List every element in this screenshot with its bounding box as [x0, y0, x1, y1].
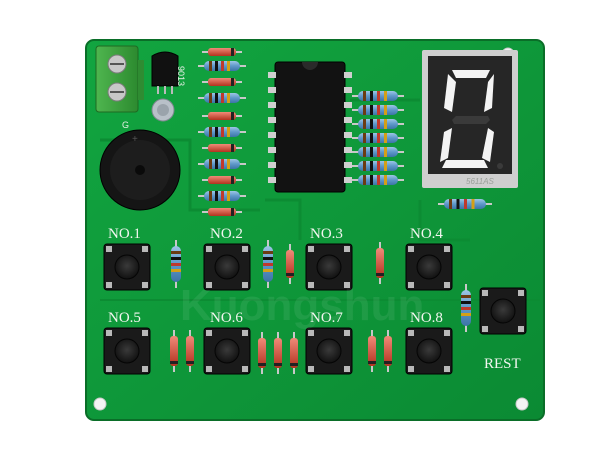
button-no-4[interactable]	[405, 243, 453, 291]
transistor: 9013	[151, 51, 186, 94]
diode	[384, 330, 392, 372]
diode	[274, 332, 282, 374]
svg-text:+: +	[132, 134, 138, 145]
diode	[286, 244, 294, 284]
button-no-7[interactable]	[305, 327, 353, 375]
diode	[186, 330, 194, 372]
label-no-1: NO.1	[108, 226, 141, 242]
button-label-group: NO.1 NO.2 NO.3 NO.4 NO.5 NO.6 NO.7 NO.8 …	[108, 226, 521, 372]
button-no-3[interactable]	[305, 243, 353, 291]
resistor	[352, 161, 404, 171]
ic-chip	[268, 61, 352, 193]
diode	[202, 144, 242, 152]
label-no-7: NO.7	[310, 310, 343, 326]
diode	[202, 112, 242, 120]
resistor	[352, 175, 404, 185]
resistor	[171, 240, 181, 288]
diode	[258, 332, 266, 374]
button-no-5[interactable]	[103, 327, 151, 375]
label-no-8: NO.8	[410, 310, 443, 326]
ground-label: G	[122, 120, 129, 130]
resistor	[438, 199, 492, 209]
resistor	[352, 91, 404, 101]
display-digit	[440, 70, 503, 169]
label-no-5: NO.5	[108, 310, 141, 326]
mount-hole-bl	[93, 397, 107, 411]
diode	[170, 330, 178, 372]
resistor	[461, 284, 471, 332]
diode	[202, 176, 242, 184]
diode	[290, 332, 298, 374]
resistor	[198, 127, 246, 137]
label-no-3: NO.3	[310, 226, 343, 242]
button-no-8[interactable]	[405, 327, 453, 375]
mount-hole-br	[515, 397, 529, 411]
diode	[202, 78, 242, 86]
resistor	[198, 159, 246, 169]
button-no-1[interactable]	[103, 243, 151, 291]
diode	[202, 208, 242, 216]
display-part-label: 5611AS	[466, 177, 495, 186]
resistor	[352, 133, 404, 143]
resistor	[263, 240, 273, 288]
resistor	[198, 191, 246, 201]
button-no-2[interactable]	[203, 243, 251, 291]
resistor	[352, 147, 404, 157]
label-reset: REST	[484, 356, 521, 372]
label-no-4: NO.4	[410, 226, 443, 242]
transistor-label: 9013	[176, 66, 186, 86]
component-column-left	[198, 48, 246, 216]
capacitor	[151, 98, 175, 122]
diode	[368, 330, 376, 372]
resistor	[198, 93, 246, 103]
buzzer: +	[99, 129, 181, 211]
button-row-components	[170, 240, 471, 374]
diode	[376, 242, 384, 284]
resistor	[352, 119, 404, 129]
resistor-under-display	[438, 199, 492, 209]
watermark: Kuongshun	[180, 281, 424, 330]
button-no-6[interactable]	[203, 327, 251, 375]
screw-terminal	[95, 45, 144, 113]
diode	[202, 48, 242, 56]
button-reset[interactable]	[479, 287, 527, 335]
label-no-2: NO.2	[210, 226, 243, 242]
label-no-6: NO.6	[210, 310, 243, 326]
resistor-array	[352, 91, 404, 185]
resistor	[352, 105, 404, 115]
seven-segment-display: 5611AS	[422, 50, 518, 188]
resistor	[198, 61, 246, 71]
